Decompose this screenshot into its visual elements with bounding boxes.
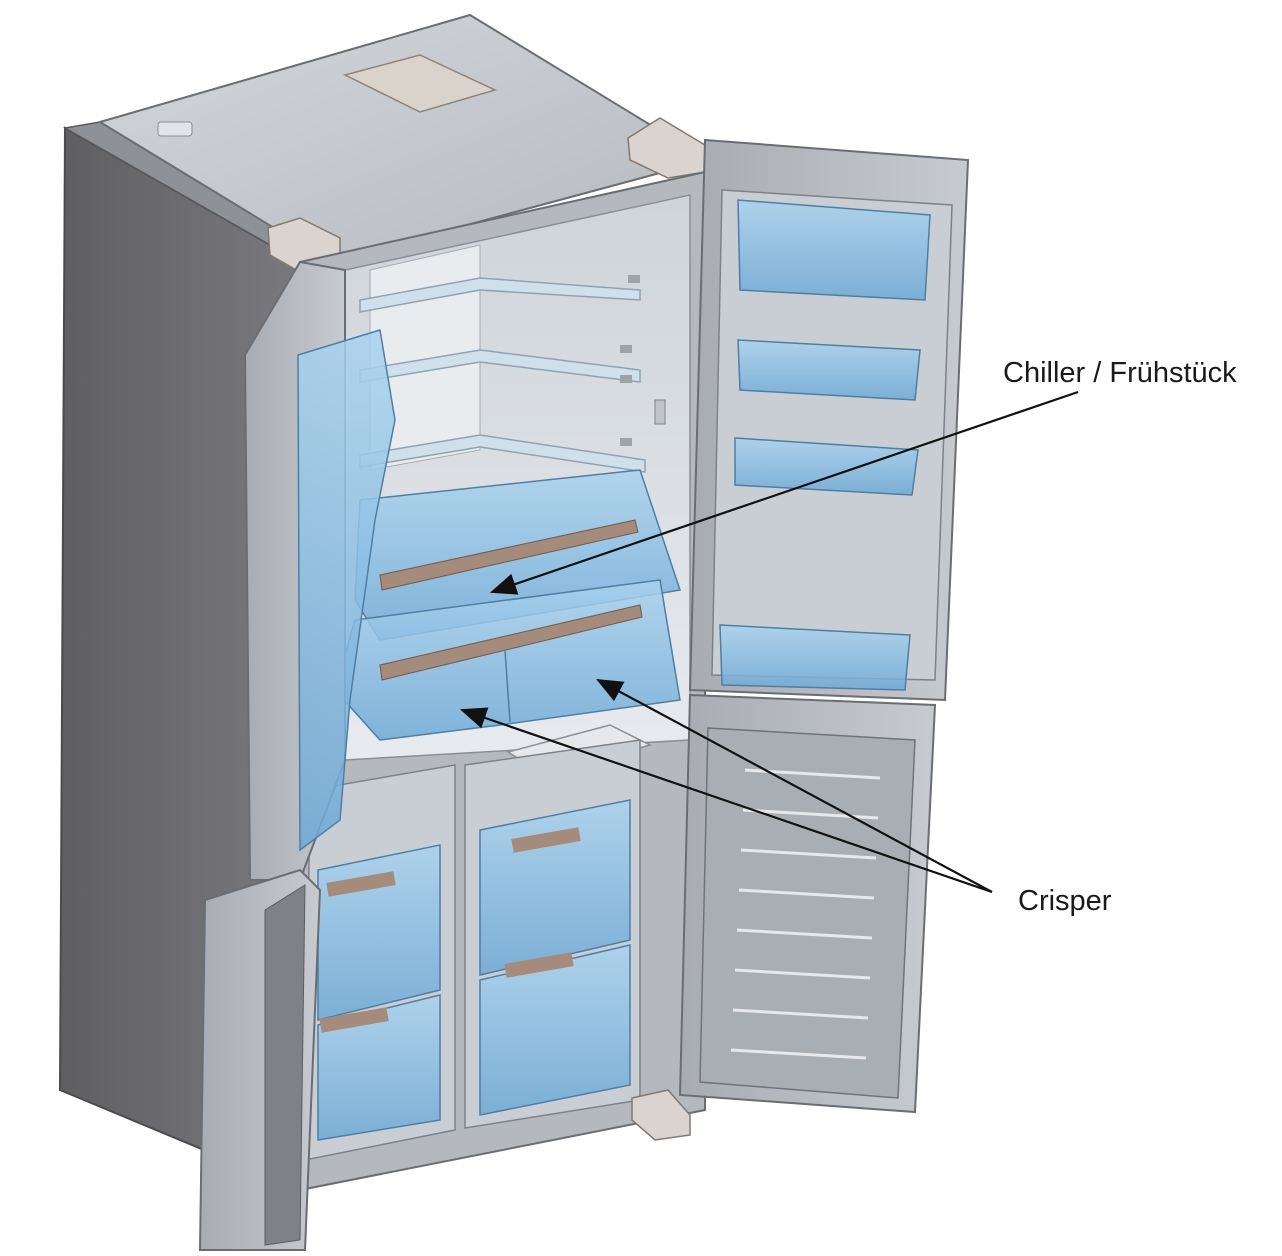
crisper-divider [504,649,511,723]
crisper-leader-line-right [596,678,993,893]
shelf-peg [620,375,632,383]
freezer-drawer-left-bottom [317,994,441,1141]
shelf-peg [620,345,632,353]
left-door-bins [297,329,396,852]
shelf-peg [620,438,632,446]
crisper-drawer-handle [379,604,643,681]
door-bin-4 [719,624,911,691]
shelf-peg [628,275,640,283]
chiller-drawer-handle [379,519,639,591]
chiller-label: Chiller / Frühstück [1003,357,1237,389]
door-bin-3 [734,437,919,496]
glass-shelf-1 [359,277,641,313]
crisper-leader-line-left [459,707,993,894]
freezer-drawer-handle [326,871,396,897]
freezer-drawer-handle [319,1007,389,1033]
left-door-lower-grille [264,884,306,1246]
freezer-door-ribs [730,768,881,1060]
top-vent-block [342,54,498,113]
freezer-door-panel [699,727,916,1099]
door-bin-2 [737,339,921,401]
right-door-inner-liner [711,189,953,681]
freezer-drawer-right-bottom [479,944,631,1116]
crisper-label: Crisper [1018,885,1112,917]
wall-switch [654,399,666,425]
door-bin-1 [737,199,931,301]
top-small-clip [157,121,193,137]
chiller-leader-line [489,390,1079,595]
freezer-drawer-handle [504,952,574,978]
bottom-hinge [631,1089,691,1141]
freezer-drawer-handle [511,827,581,853]
freezer-drawer-left-top [317,844,441,1021]
